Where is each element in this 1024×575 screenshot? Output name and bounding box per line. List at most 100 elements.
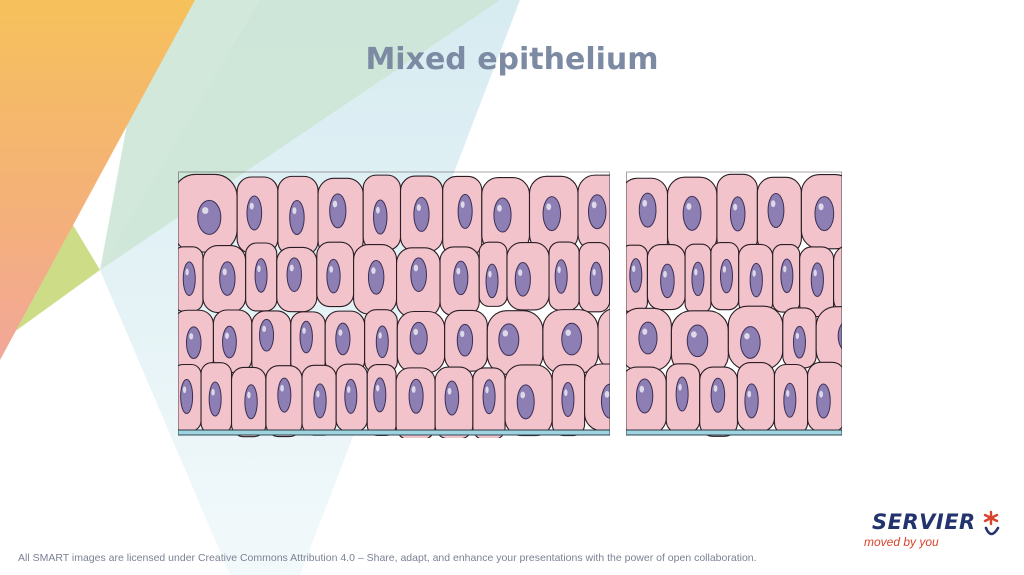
nucleus-highlight	[604, 390, 610, 398]
nucleus-highlight	[632, 265, 636, 273]
cell-nucleus	[686, 324, 709, 358]
cell-nucleus	[413, 196, 430, 232]
nucleus-highlight	[247, 391, 251, 399]
cell-layers	[626, 173, 842, 437]
cell-nucleus	[816, 383, 831, 419]
cell-nucleus	[277, 377, 292, 413]
cell-nucleus	[589, 261, 603, 297]
nucleus-highlight	[686, 203, 692, 210]
nucleus-highlight	[329, 266, 334, 273]
cell-nucleus	[629, 258, 643, 293]
nucleus-highlight	[416, 204, 421, 212]
nucleus-highlight	[257, 265, 261, 273]
nucleus-highlight	[485, 386, 489, 394]
epithelial-cell	[833, 246, 842, 314]
nucleus-highlight	[202, 207, 209, 214]
nucleus-highlight	[249, 202, 254, 210]
nucleus-highlight	[747, 390, 752, 398]
tissue-outline	[178, 171, 610, 431]
nucleus-highlight	[733, 203, 738, 211]
cell-nucleus	[542, 196, 562, 232]
nucleus-highlight	[591, 201, 597, 209]
orange-asterisk-icon	[983, 510, 1000, 536]
nucleus-highlight	[518, 269, 523, 276]
cell-nucleus	[710, 377, 726, 413]
cell-nucleus	[740, 326, 761, 359]
cell-nucleus	[246, 195, 263, 231]
cell-nucleus	[344, 378, 358, 414]
nucleus-highlight	[460, 330, 465, 338]
cell-nucleus	[286, 257, 302, 293]
nucleus-highlight	[786, 390, 790, 397]
cell-nucleus	[456, 323, 474, 357]
cell-nucleus	[729, 196, 746, 232]
cell-nucleus	[498, 323, 520, 357]
nucleus-highlight	[783, 265, 787, 273]
nucleus-highlight	[795, 332, 800, 340]
epithelial-cell	[597, 308, 610, 370]
epithelium-illustration-small	[626, 171, 842, 437]
cell-nucleus	[313, 383, 327, 419]
cell-nucleus	[453, 260, 469, 296]
cell-nucleus	[635, 378, 654, 414]
cell-nucleus	[408, 378, 424, 414]
cell-nucleus	[516, 384, 535, 420]
nucleus-highlight	[292, 207, 297, 215]
nucleus-highlight	[520, 391, 526, 399]
nucleus-highlight	[302, 327, 306, 334]
cell-nucleus	[783, 382, 797, 418]
cell-nucleus	[335, 322, 351, 356]
nucleus-highlight	[182, 386, 187, 394]
nucleus-highlight	[564, 389, 568, 397]
cell-nucleus	[208, 381, 222, 417]
nucleus-highlight	[280, 384, 284, 392]
slide-title: Mixed epithelium	[365, 42, 659, 77]
nucleus-highlight	[565, 329, 571, 336]
nucleus-highlight	[642, 328, 648, 335]
cell-nucleus	[326, 258, 341, 294]
cell-nucleus	[482, 379, 496, 415]
nucleus-highlight	[770, 200, 776, 208]
cell-nucleus	[373, 199, 388, 235]
cell-nucleus	[493, 197, 512, 233]
nucleus-highlight	[460, 201, 465, 208]
cell-nucleus	[837, 322, 842, 350]
nucleus-highlight	[411, 386, 416, 393]
nucleus-highlight	[332, 200, 338, 208]
nucleus-highlight	[691, 331, 697, 338]
nucleus-highlight	[211, 388, 215, 396]
nucleus-highlight	[413, 328, 419, 336]
nucleus-highlight	[456, 267, 461, 275]
cell-nucleus	[514, 262, 531, 297]
cell-nucleus	[375, 325, 389, 359]
nucleus-highlight	[722, 266, 727, 273]
basement-membrane	[626, 429, 842, 436]
cell-nucleus	[409, 321, 428, 355]
nucleus-highlight	[694, 268, 698, 276]
nucleus-highlight	[502, 330, 509, 337]
logo-tagline: moved by you	[864, 535, 939, 549]
nucleus-highlight	[546, 203, 552, 211]
cell-nucleus	[373, 377, 387, 413]
nucleus-highlight	[819, 390, 823, 398]
nucleus-highlight	[376, 384, 380, 392]
cell-nucleus	[719, 258, 733, 294]
cell-nucleus	[554, 259, 568, 294]
nucleus-highlight	[289, 264, 294, 272]
cell-nucleus	[185, 326, 202, 360]
license-footer: All SMART images are licensed under Crea…	[18, 552, 757, 564]
cell-nucleus	[444, 380, 460, 416]
cell-nucleus	[682, 195, 702, 231]
nucleus-highlight	[378, 332, 382, 339]
cell-nucleus	[767, 192, 785, 228]
nucleus-highlight	[222, 268, 227, 276]
cell-nucleus	[561, 322, 583, 356]
nucleus-highlight	[185, 268, 189, 276]
cell-nucleus	[660, 263, 675, 299]
basement-membrane	[178, 429, 610, 436]
nucleus-highlight	[338, 329, 343, 336]
nucleus-highlight	[642, 199, 648, 207]
nucleus-highlight	[447, 387, 452, 395]
cell-nucleus	[638, 321, 658, 355]
nucleus-highlight	[713, 385, 718, 392]
